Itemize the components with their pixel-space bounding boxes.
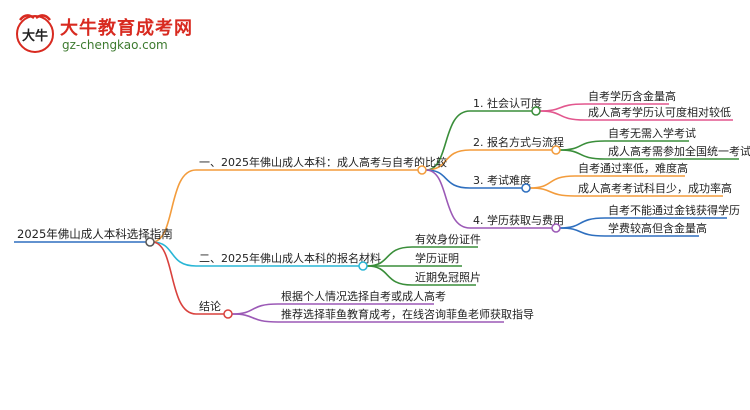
branch-3-node: 结论: [199, 299, 221, 313]
branch-2-node: 二、2025年佛山成人本科的报名材料: [199, 251, 381, 265]
leaf-node: 自考学历含金量高: [588, 89, 676, 103]
branch-1-edge: [151, 169, 197, 243]
conclusion-1-edge: [231, 303, 279, 315]
material-leaf: 有效身份证件: [415, 232, 481, 246]
leaf-1-2-edge: [539, 110, 586, 121]
leaf-node: 成人高考需参加全国统一考试: [608, 144, 750, 158]
sub-2-edge: [425, 149, 471, 171]
leaf-node: 自考无需入学考试: [608, 126, 696, 140]
leaf-4-1-edge: [559, 217, 606, 229]
leaf-4-2-edge: [559, 227, 606, 237]
sub-4-dot: [551, 223, 561, 233]
sub-4-edge: [425, 169, 471, 229]
branch-3-edge: [151, 241, 197, 315]
root-connector-dot: [145, 237, 155, 247]
sub-node-1: 1. 社会认可度: [473, 96, 542, 110]
leaf-2-1-edge: [559, 140, 606, 151]
logo-brand-text: 大牛教育成考网: [60, 18, 193, 39]
logo-domain-text: gz-chengkao.com: [62, 38, 168, 52]
branch-1-node: 一、2025年佛山成人本科：成人高考与自考的比较: [199, 155, 447, 169]
logo-mark-text: 大牛: [22, 28, 48, 44]
site-logo: 大牛 大牛教育成考网 gz-chengkao.com: [8, 8, 228, 58]
branch-2-edge: [151, 241, 197, 267]
mind-map-nodes: 2025年佛山成人本科选择指南 一、2025年佛山成人本科：成人高考与自考的比较 1…: [17, 89, 750, 321]
sub-node-4: 4. 学历获取与费用: [473, 213, 564, 227]
sub-1-edge: [425, 110, 471, 171]
material-leaf: 学历证明: [415, 251, 459, 265]
leaf-2-2-edge: [559, 149, 606, 160]
material-leaf: 近期免冠照片: [415, 270, 481, 284]
leaf-node: 学费较高但含金量高: [608, 221, 707, 235]
leaf-node: 成人高考考试科目少，成功率高: [578, 181, 732, 195]
branch-2-dot: [358, 261, 368, 271]
sub-node-2: 2. 报名方式与流程: [473, 135, 564, 149]
conclusion-leaf: 推荐选择菲鱼教育成考，在线咨询菲鱼老师获取指导: [281, 307, 534, 321]
leaf-3-1-edge: [529, 175, 576, 189]
branch-1-dot: [417, 165, 427, 175]
leaf-3-2-edge: [529, 187, 576, 197]
leaf-node: 成人高考学历认可度相对较低: [588, 105, 731, 119]
bull-logo-icon: 大牛: [16, 14, 54, 53]
branch-3-dot: [223, 309, 233, 319]
material-3-edge: [366, 265, 413, 286]
leaf-1-1-edge: [539, 103, 586, 112]
sub-2-dot: [551, 145, 561, 155]
leaf-node: 自考不能通过金钱获得学历: [608, 203, 740, 217]
conclusion-leaf: 根据个人情况选择自考或成人高考: [281, 289, 446, 303]
sub-3-dot: [521, 183, 531, 193]
mind-map-edges: [14, 103, 739, 323]
sub-node-3: 3. 考试难度: [473, 173, 531, 187]
leaf-node: 自考通过率低，难度高: [578, 161, 688, 175]
root-node: 2025年佛山成人本科选择指南: [17, 227, 173, 241]
conclusion-2-edge: [231, 313, 279, 323]
sub-1-dot: [531, 106, 541, 116]
